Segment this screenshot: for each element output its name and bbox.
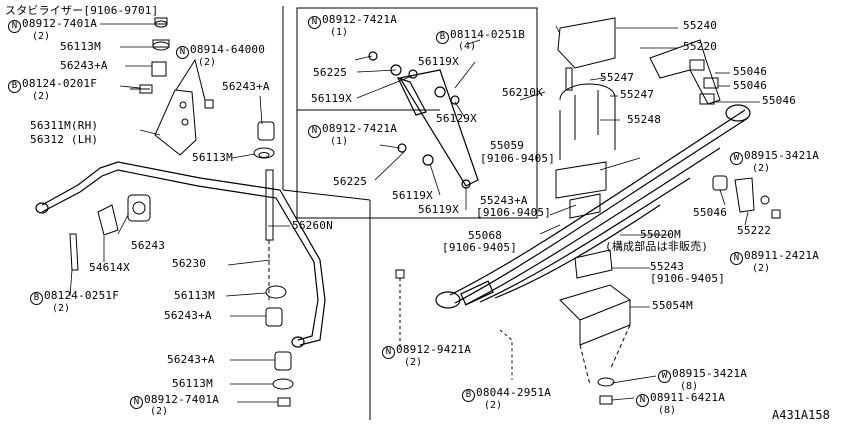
part-label-56119x-c: 56119X bbox=[392, 189, 433, 202]
spring-seat-55054m bbox=[395, 249, 632, 405]
part-label-55247-a: 55247 bbox=[600, 71, 635, 84]
note-55243a: [9106-9405] bbox=[476, 206, 552, 219]
qty-08914-64000: (2) bbox=[198, 57, 217, 68]
shock-absorber bbox=[368, 51, 479, 189]
part-label-56311m: 56311M(RH) bbox=[30, 119, 99, 132]
part-label-stabilizer-header: スタビライザー[9106-9701] bbox=[5, 4, 159, 17]
part-label-55059: 55059 bbox=[490, 139, 525, 152]
part-label-55020m: 55020M bbox=[640, 228, 681, 241]
part-label-56312: 56312 (LH) bbox=[30, 133, 99, 146]
part-label-55247-b: 55247 bbox=[620, 88, 655, 101]
link-rod-56260n bbox=[265, 169, 294, 407]
qty-08915-3421a-lower: (8) bbox=[680, 381, 699, 392]
part-label-55046-a: 55046 bbox=[733, 65, 768, 78]
part-label-56230: 56230 bbox=[172, 257, 207, 270]
bracket-56311m bbox=[154, 58, 206, 156]
part-label-56119x-a: 56119X bbox=[418, 55, 459, 68]
qty-08912-7421a-lower: (1) bbox=[330, 136, 349, 147]
part-label-55240: 55240 bbox=[683, 19, 718, 32]
qty-08114-0251b: (4) bbox=[458, 41, 477, 52]
part-label-54614x: 54614X bbox=[89, 261, 130, 274]
note-55243: [9106-9405] bbox=[650, 272, 726, 285]
part-label-56210k: 56210K bbox=[502, 86, 543, 99]
qty-08124-0201f: (2) bbox=[32, 91, 51, 102]
part-label-56225-upper: 56225 bbox=[313, 66, 348, 79]
qty-08911-2421a: (2) bbox=[752, 263, 771, 274]
qty-08912-7421a-upper: (1) bbox=[330, 27, 349, 38]
leaf-spring-55020m bbox=[435, 104, 751, 309]
note-55059: [9106-9405] bbox=[480, 152, 556, 165]
part-label-55243: 55243 bbox=[650, 260, 685, 273]
part-label-55054m: 55054M bbox=[652, 299, 693, 312]
qty-08911-6421a: (8) bbox=[658, 405, 677, 416]
part-label-56119x-b: 56119X bbox=[311, 92, 352, 105]
part-label-56243a-lower: 56243+A bbox=[164, 309, 212, 322]
part-label-55220: 55220 bbox=[683, 40, 718, 53]
part-label-56243a-bottom: 56243+A bbox=[167, 353, 215, 366]
part-label-56243: 56243 bbox=[131, 239, 166, 252]
qty-08915-3421a-upper: (2) bbox=[752, 163, 771, 174]
stabilizer-hardware-top bbox=[130, 17, 275, 159]
part-label-56129x: 56129X bbox=[436, 112, 477, 125]
qty-08912-7401a-top: (2) bbox=[32, 31, 51, 42]
part-label-56113m-mid: 56113M bbox=[192, 151, 233, 164]
note-55068: [9106-9405] bbox=[442, 241, 518, 254]
part-label-55248: 55248 bbox=[627, 113, 662, 126]
part-label-55243a: 55243+A bbox=[480, 194, 528, 207]
stabilizer-bar bbox=[35, 161, 326, 348]
qty-08912-9421a: (2) bbox=[404, 357, 423, 368]
part-label-56260n: 56260N bbox=[292, 219, 333, 232]
figure-reference: A431A158 bbox=[772, 408, 830, 422]
part-label-56113m-lower: 56113M bbox=[174, 289, 215, 302]
part-label-55046-d: 55046 bbox=[693, 206, 728, 219]
part-label-56113m-top: 56113M bbox=[60, 40, 101, 53]
qty-08124-0251f: (2) bbox=[52, 303, 71, 314]
part-label-55046-c: 55046 bbox=[762, 94, 797, 107]
note-55020m: (構成部品は非販売) bbox=[605, 240, 709, 253]
section-dividers bbox=[282, 6, 538, 420]
part-label-55046-b: 55046 bbox=[733, 79, 768, 92]
part-label-56243a-top: 56243+A bbox=[60, 59, 108, 72]
part-label-56243a-right: 56243+A bbox=[222, 80, 270, 93]
u-bolt-assembly bbox=[555, 17, 616, 219]
part-label-56113m-bottom: 56113M bbox=[172, 377, 213, 390]
leader-lines bbox=[69, 23, 760, 403]
part-label-56119x-d: 56119X bbox=[418, 203, 459, 216]
part-label-55222: 55222 bbox=[737, 224, 772, 237]
clamp-bushing bbox=[69, 194, 151, 271]
part-label-56225-lower: 56225 bbox=[333, 175, 368, 188]
part-label-55068: 55068 bbox=[468, 229, 503, 242]
qty-08912-7401a-bottom: (2) bbox=[150, 406, 169, 417]
qty-08044-2951a: (2) bbox=[484, 400, 503, 411]
